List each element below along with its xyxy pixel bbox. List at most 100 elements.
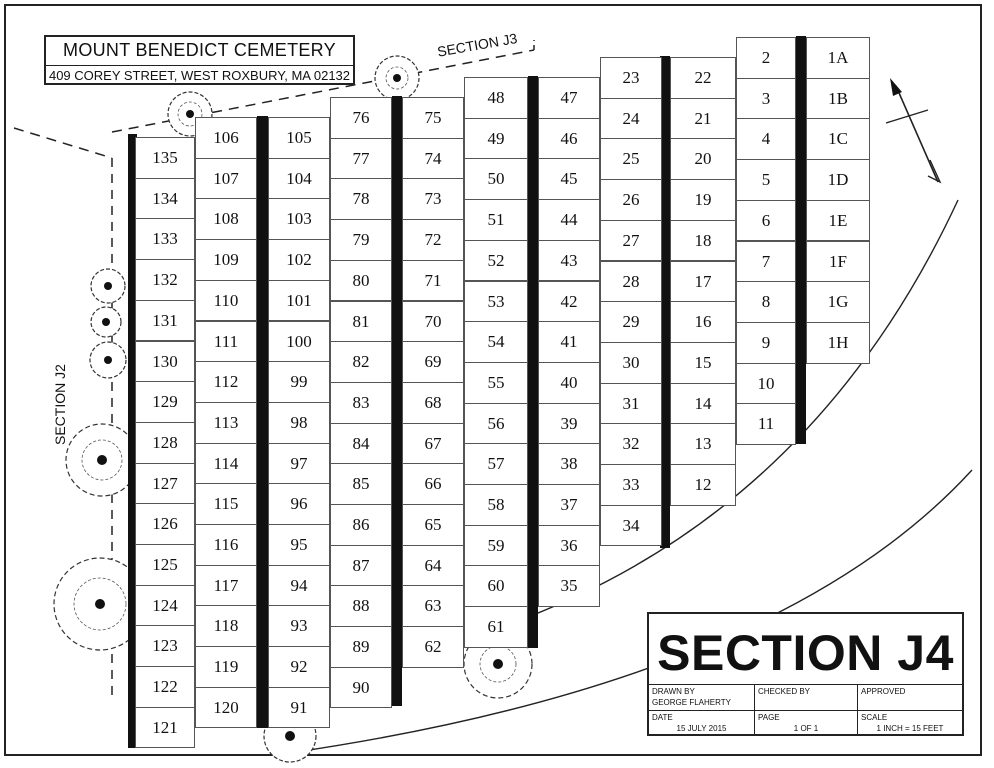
burial-lot[interactable]: 40 [538,361,600,404]
burial-lot[interactable]: 9 [736,321,796,364]
burial-lot[interactable]: 5 [736,159,796,201]
burial-lot[interactable]: 105 [268,117,330,159]
burial-lot[interactable]: 133 [135,218,195,261]
burial-lot[interactable]: 73 [402,178,464,221]
burial-lot[interactable]: 26 [600,179,662,221]
burial-lot[interactable]: 122 [135,666,195,708]
burial-lot[interactable]: 128 [135,421,195,464]
burial-lot[interactable]: 86 [330,504,392,546]
burial-lot[interactable]: 30 [600,341,662,384]
burial-lot[interactable]: 67 [402,422,464,465]
burial-lot[interactable]: 127 [135,462,195,505]
burial-lot[interactable]: 57 [464,443,528,485]
burial-lot[interactable]: 124 [135,584,195,627]
burial-lot[interactable]: 115 [195,483,257,525]
burial-lot[interactable]: 96 [268,483,330,525]
burial-lot[interactable]: 95 [268,524,330,566]
burial-lot[interactable]: 132 [135,259,195,301]
burial-lot[interactable]: 21 [670,97,736,140]
burial-lot[interactable]: 64 [402,544,464,587]
burial-lot[interactable]: 7 [736,240,796,283]
burial-lot[interactable]: 49 [464,117,528,160]
burial-lot[interactable]: 8 [736,281,796,323]
burial-lot[interactable]: 48 [464,77,528,119]
burial-lot[interactable]: 82 [330,341,392,383]
burial-lot[interactable]: 125 [135,544,195,586]
burial-lot[interactable]: 112 [195,361,257,403]
burial-lot[interactable]: 72 [402,219,464,261]
burial-lot[interactable]: 1F [806,240,870,283]
burial-lot[interactable]: 117 [195,564,257,607]
burial-lot[interactable]: 130 [135,340,195,383]
burial-lot[interactable]: 104 [268,157,330,200]
burial-lot[interactable]: 110 [195,279,257,322]
burial-lot[interactable]: 134 [135,177,195,220]
burial-lot[interactable]: 25 [600,138,662,181]
burial-lot[interactable]: 77 [330,137,392,180]
burial-lot[interactable]: 61 [464,606,528,648]
burial-lot[interactable]: 4 [736,118,796,161]
burial-lot[interactable]: 79 [330,219,392,261]
burial-lot[interactable]: 14 [670,382,736,425]
burial-lot[interactable]: 100 [268,320,330,363]
burial-lot[interactable]: 52 [464,239,528,282]
burial-lot[interactable]: 68 [402,381,464,424]
burial-lot[interactable]: 32 [600,423,662,465]
burial-lot[interactable]: 94 [268,564,330,607]
burial-lot[interactable]: 38 [538,443,600,485]
burial-lot[interactable]: 78 [330,178,392,221]
burial-lot[interactable]: 29 [600,301,662,343]
burial-lot[interactable]: 55 [464,361,528,404]
burial-lot[interactable]: 116 [195,524,257,566]
burial-lot[interactable]: 39 [538,402,600,445]
burial-lot[interactable]: 1G [806,281,870,323]
burial-lot[interactable]: 131 [135,299,195,342]
burial-lot[interactable]: 47 [538,77,600,119]
burial-lot[interactable]: 81 [330,300,392,343]
burial-lot[interactable]: 2 [736,37,796,79]
burial-lot[interactable]: 58 [464,484,528,526]
burial-lot[interactable]: 93 [268,605,330,648]
burial-lot[interactable]: 129 [135,381,195,423]
burial-lot[interactable]: 71 [402,259,464,302]
burial-lot[interactable]: 60 [464,565,528,608]
burial-lot[interactable]: 41 [538,321,600,363]
burial-lot[interactable]: 17 [670,260,736,303]
burial-lot[interactable]: 28 [600,260,662,303]
burial-lot[interactable]: 114 [195,442,257,485]
burial-lot[interactable]: 83 [330,381,392,424]
burial-lot[interactable]: 59 [464,524,528,567]
burial-lot[interactable]: 34 [600,504,662,547]
burial-lot[interactable]: 16 [670,301,736,343]
burial-lot[interactable]: 45 [538,158,600,201]
burial-lot[interactable]: 13 [670,423,736,465]
burial-lot[interactable]: 23 [600,57,662,99]
burial-lot[interactable]: 27 [600,219,662,262]
burial-lot[interactable]: 76 [330,97,392,139]
burial-lot[interactable]: 3 [736,77,796,120]
burial-lot[interactable]: 84 [330,422,392,465]
burial-lot[interactable]: 33 [600,464,662,506]
burial-lot[interactable]: 22 [670,57,736,99]
burial-lot[interactable]: 54 [464,321,528,363]
burial-lot[interactable]: 1A [806,37,870,79]
burial-lot[interactable]: 118 [195,605,257,648]
burial-lot[interactable]: 1C [806,118,870,161]
burial-lot[interactable]: 31 [600,382,662,425]
burial-lot[interactable]: 51 [464,199,528,241]
burial-lot[interactable]: 120 [195,686,257,729]
burial-lot[interactable]: 91 [268,686,330,729]
burial-lot[interactable]: 11 [736,403,796,445]
burial-lot[interactable]: 98 [268,401,330,444]
burial-lot[interactable]: 35 [538,565,600,608]
burial-lot[interactable]: 74 [402,137,464,180]
burial-lot[interactable]: 12 [670,464,736,506]
burial-lot[interactable]: 37 [538,484,600,526]
burial-lot[interactable]: 106 [195,117,257,159]
burial-lot[interactable]: 24 [600,97,662,140]
burial-lot[interactable]: 56 [464,402,528,445]
burial-lot[interactable]: 50 [464,158,528,201]
burial-lot[interactable]: 107 [195,157,257,200]
burial-lot[interactable]: 123 [135,625,195,668]
burial-lot[interactable]: 6 [736,199,796,242]
